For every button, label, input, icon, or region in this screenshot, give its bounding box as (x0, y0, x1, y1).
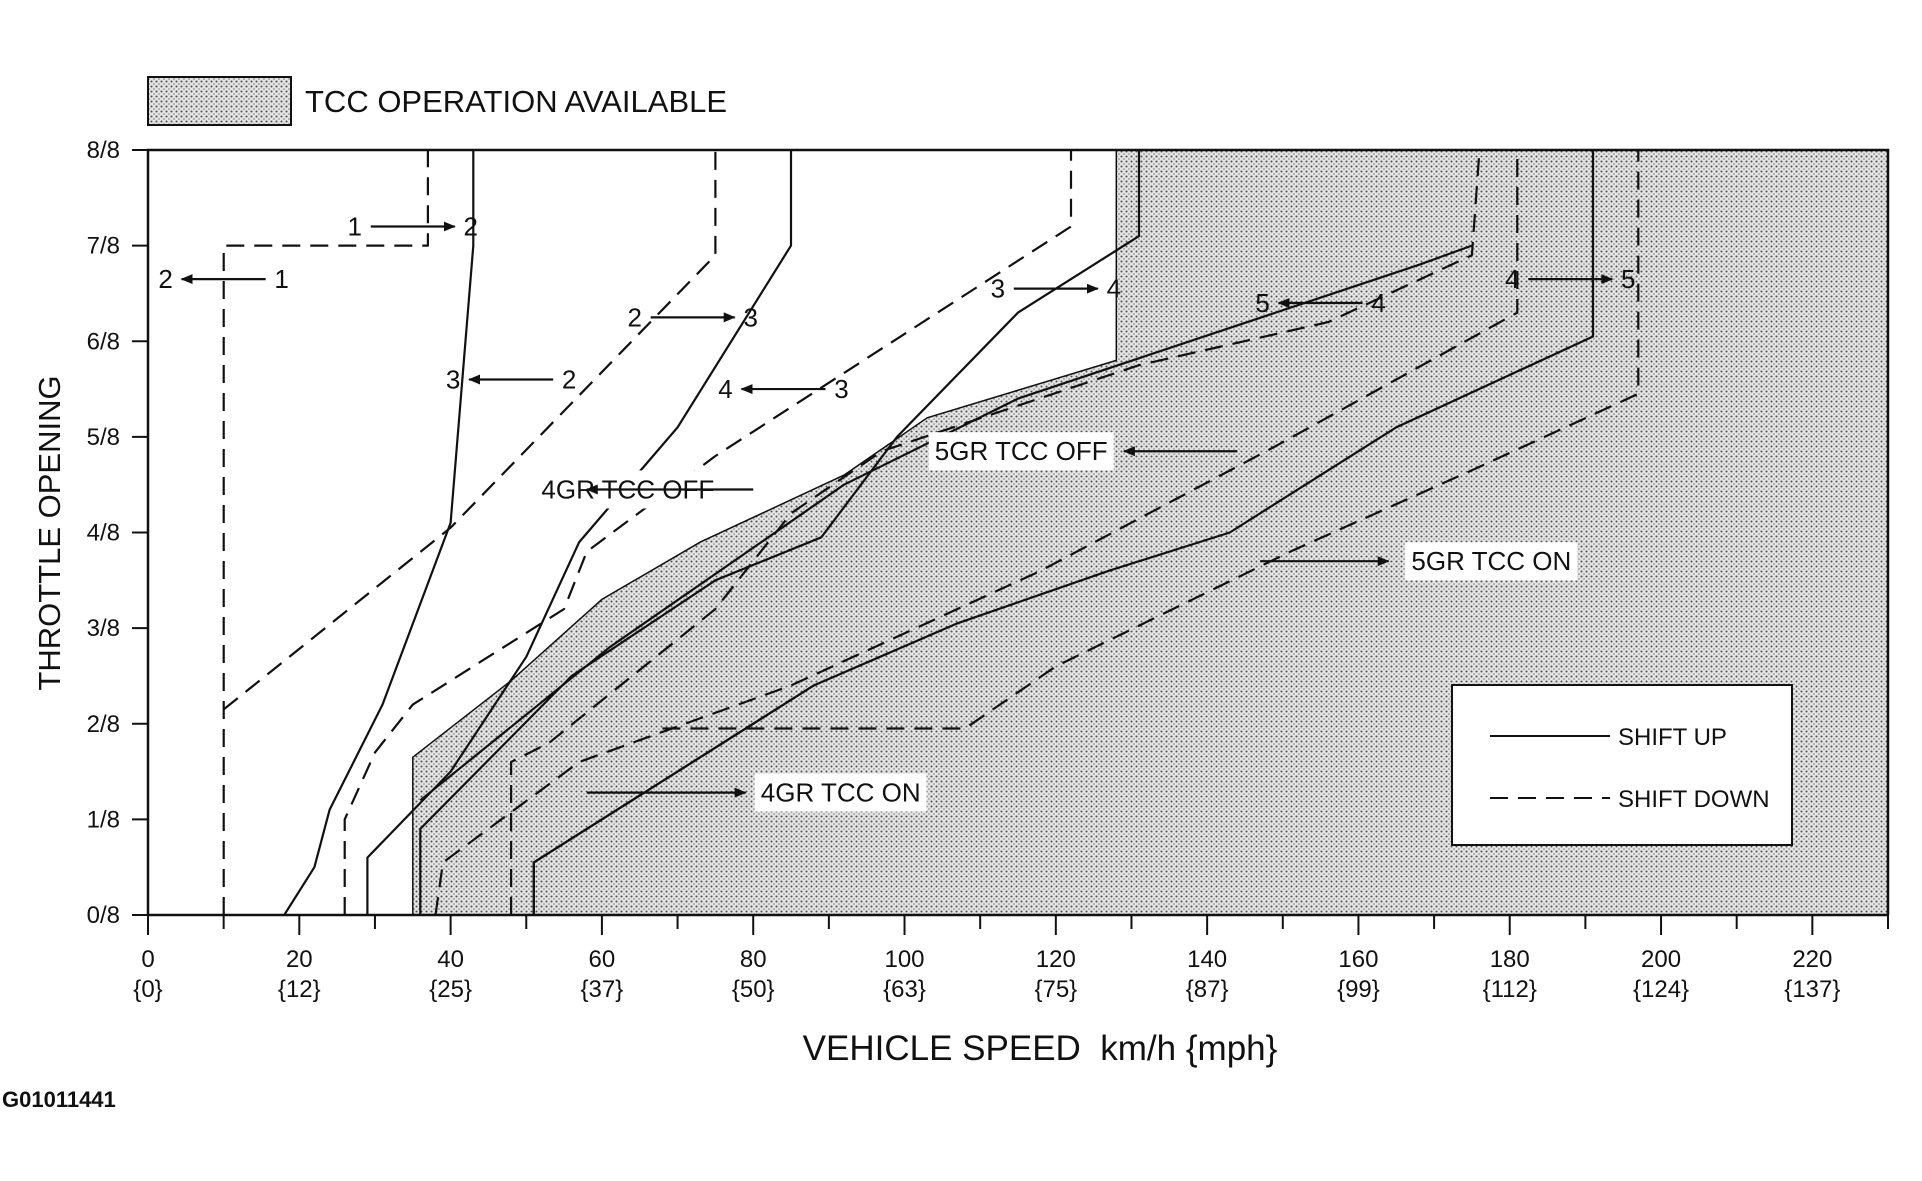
legend-shift-up-label: SHIFT UP (1618, 724, 1727, 751)
shift-label-7-left: 5 (1255, 288, 1269, 318)
x-axis-title: VEHICLE SPEED km/h {mph} (803, 1029, 1278, 1068)
shift-label-4-left: 3 (446, 365, 460, 395)
shift-line-11-solid (532, 684, 815, 915)
tcc-legend-label: TCC OPERATION AVAILABLE (305, 84, 727, 119)
y-tick-label: 6/8 (87, 328, 120, 355)
shift-label-3-right: 3 (743, 302, 757, 332)
x-tick-label-mph: {37} (581, 976, 624, 1003)
y-tick-label: 3/8 (87, 615, 120, 642)
shift-line-1-solid (283, 150, 475, 916)
y-tick-label: 7/8 (87, 233, 120, 260)
x-tick-label-mph: {124} (1633, 976, 1689, 1003)
shift-label-2-right: 1 (274, 264, 288, 294)
legend-shift-down-label: SHIFT DOWN (1618, 786, 1770, 813)
shift-label-5-right: 4 (1107, 274, 1121, 304)
y-tick-label: 8/8 (87, 137, 120, 164)
shift-label-7-right: 4 (1371, 288, 1385, 318)
line-style-legend: SHIFT UP SHIFT DOWN (1451, 684, 1793, 846)
shift-label-5-left: 3 (991, 274, 1005, 304)
figure-id: G01011441 (2, 1087, 116, 1112)
x-tick-label-mph: {63} (883, 976, 926, 1003)
shift-line-10-dashed (510, 149, 1481, 915)
y-tick-label: 5/8 (87, 424, 120, 451)
x-tick-label-mph: {0} (133, 976, 162, 1003)
shift-label-8-left: 4 (1505, 264, 1519, 294)
x-tick-label-mph: {12} (278, 976, 321, 1003)
x-tick-label-kmh: 20 (286, 946, 313, 973)
shift-line-2-dashed (222, 150, 429, 915)
shift-line-5-solid (419, 150, 1141, 915)
x-tick-label-kmh: 160 (1338, 946, 1378, 973)
y-tick-label: 2/8 (87, 711, 120, 738)
tcc-legend-swatch (147, 76, 292, 126)
x-tick-label-kmh: 200 (1641, 946, 1681, 973)
x-tick-label-kmh: 100 (884, 946, 924, 973)
shift-line-4-dashed (223, 150, 717, 711)
y-tick-label: 4/8 (87, 520, 120, 547)
shift-label-8-right: 5 (1621, 264, 1635, 294)
x-tick-label-kmh: 0 (141, 946, 154, 973)
x-tick-label-kmh: 60 (589, 946, 616, 973)
tcc-annotation-bg (928, 432, 1114, 471)
tcc-annotation-3: 5GR TCC ON (1411, 546, 1571, 576)
y-tick-label: 0/8 (87, 902, 120, 929)
shift-line-6-dashed (343, 150, 1073, 915)
x-tick-label-mph: {99} (1337, 976, 1380, 1003)
x-tick-label-kmh: 220 (1792, 946, 1832, 973)
shift-line-9-solid (419, 244, 1473, 802)
x-tick-label-mph: {75} (1034, 976, 1077, 1003)
tcc-annotation-2: 5GR TCC OFF (935, 436, 1108, 466)
x-tick-label-mph: {112} (1483, 976, 1537, 1003)
x-tick-label-mph: {87} (1186, 976, 1229, 1003)
x-tick-label-kmh: 80 (740, 946, 767, 973)
shift-label-4-right: 2 (562, 365, 576, 395)
tcc-annotation-4: 4GR TCC ON (761, 778, 921, 808)
shift-line-3-solid (366, 150, 793, 915)
x-tick-label-kmh: 140 (1187, 946, 1227, 973)
y-tick-label: 1/8 (87, 806, 120, 833)
y-axis-title: THROTTLE OPENING (32, 375, 67, 690)
shift-line-8-dashed (434, 150, 1519, 916)
shift-label-6-right: 3 (834, 374, 848, 404)
shift-line-12-dashed (662, 150, 1640, 730)
shift-label-3-left: 2 (627, 302, 641, 332)
x-tick-label-kmh: 40 (437, 946, 464, 973)
shift-label-2-left: 2 (158, 264, 172, 294)
shift-label-1-left: 1 (348, 212, 362, 242)
x-tick-label-mph: {50} (732, 976, 775, 1003)
x-tick-label-mph: {137} (1784, 976, 1840, 1003)
tcc-annotation-bg (754, 773, 927, 812)
tcc-annotation-bg (1405, 542, 1578, 581)
shift-label-6-left: 4 (718, 374, 732, 404)
shift-label-1-right: 2 (464, 212, 478, 242)
x-tick-label-mph: {25} (429, 976, 472, 1003)
x-tick-label-kmh: 180 (1490, 946, 1530, 973)
x-tick-label-kmh: 120 (1036, 946, 1076, 973)
